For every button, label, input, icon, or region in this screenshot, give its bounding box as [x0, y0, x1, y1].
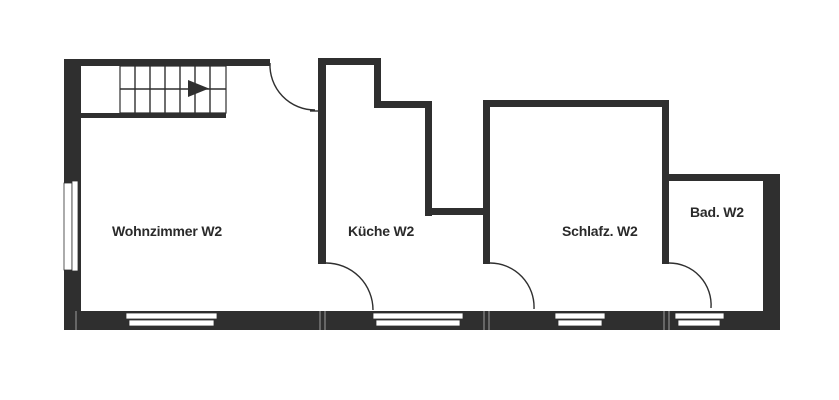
room-label-wohnzimmer: Wohnzimmer W2 [112, 223, 222, 239]
door-swing [668, 262, 712, 309]
door-swing [269, 62, 316, 111]
stair-direction-arrow-icon [188, 80, 209, 97]
door-swing [325, 262, 374, 311]
bottom-wall [64, 311, 780, 330]
bad-walls [662, 174, 780, 330]
room-label-schlafzimmer: Schlafz. W2 [562, 223, 638, 239]
schlafzimmer-walls [483, 100, 669, 264]
door-swing [489, 262, 535, 310]
staircase [81, 65, 227, 118]
wohnzimmer-walls [63, 59, 270, 330]
room-label-kueche: Küche W2 [348, 223, 415, 239]
room-label-bad: Bad. W2 [690, 204, 744, 220]
kueche-walls [310, 58, 485, 264]
